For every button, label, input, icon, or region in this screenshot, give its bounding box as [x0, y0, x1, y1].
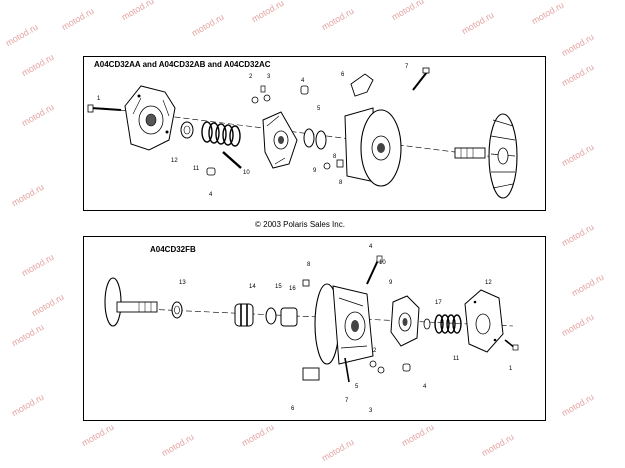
watermark-tile: motod.ru: [19, 251, 56, 279]
cover-12-part: [464, 289, 504, 353]
roller-top-part: [300, 85, 309, 95]
fixed-sheave-bottom-part: [104, 277, 158, 327]
watermark-tile: motod.ru: [529, 0, 566, 27]
bottom-callout-7: 7: [345, 398, 349, 404]
watermark-tile: motod.ru: [559, 311, 596, 339]
bottom-callout-14: 14: [249, 284, 256, 290]
bolt-7-part: [412, 67, 430, 91]
bottom-callout-10: 10: [379, 260, 386, 266]
watermark-tile: motod.ru: [559, 61, 596, 89]
watermark-tile: motod.ru: [9, 181, 46, 209]
bolt-9-8-part: [323, 159, 344, 170]
bottom-callout-15: 15: [275, 284, 282, 290]
pin-10-part: [222, 151, 242, 169]
watermark-tile: motod.ru: [239, 421, 276, 449]
bottom-callout-3: 3: [369, 408, 373, 414]
top-callout-7: 7: [405, 64, 409, 70]
top-panel-title: A04CD32AA and A04CD32AB and A04CD32AC: [94, 60, 271, 69]
bolt-1-part: [87, 104, 122, 113]
bottom-panel: [83, 236, 546, 421]
top-callout-8b: 8: [333, 154, 337, 160]
bottom-callout-1: 1: [509, 366, 513, 372]
bottom-callout-2: 2: [373, 348, 377, 354]
watermark-tile: motod.ru: [19, 51, 56, 79]
bottom-callout-4: 4: [369, 244, 373, 250]
watermark-tile: motod.ru: [569, 271, 606, 299]
bottom-callout-11: 11: [453, 356, 460, 362]
watermark-tile: motod.ru: [59, 5, 96, 33]
bushing-12-part: [180, 121, 194, 139]
top-callout-11: 11: [193, 166, 200, 172]
bottom-callout-8: 8: [307, 262, 311, 268]
bracket-6-part: [350, 73, 374, 97]
cover-plate-part: [124, 85, 176, 151]
bottom-callout-9: 9: [389, 280, 393, 286]
top-exploded-view: 1 2 3 4 5 6 7 8 9 10 11 12 4 8: [87, 64, 518, 199]
fixed-sheave-part: [454, 113, 518, 199]
watermark-tile: motod.ru: [459, 9, 496, 37]
moveable-sheave-part: [344, 107, 402, 187]
ring-15-part: [265, 307, 277, 325]
lower-hardware-part: [302, 357, 411, 383]
watermark-tile: motod.ru: [9, 321, 46, 349]
top-callout-4: 4: [209, 192, 213, 198]
top-callout-10: 10: [243, 170, 250, 176]
bottom-callout-13: 13: [179, 280, 186, 286]
bottom-callout-4b: 4: [423, 384, 427, 390]
spider-9-part: [390, 295, 420, 347]
bottom-callout-17: 17: [435, 300, 442, 306]
bolt-1-bottom-part: [504, 339, 519, 351]
roller-4-part: [206, 167, 216, 176]
bolt-10-part: [366, 255, 383, 285]
bottom-axis-line: [122, 307, 514, 327]
top-panel: [83, 56, 546, 211]
bottom-callout-6: 6: [291, 406, 295, 412]
watermark-tile: motod.ru: [79, 421, 116, 449]
copyright-text: © 2003 Polaris Sales Inc.: [255, 220, 345, 229]
bottom-exploded-view: 13 14 15 16 8 4 10 9 12 17 11 1 2 4 7 3 …: [104, 244, 519, 414]
watermark-tile: motod.ru: [119, 0, 156, 23]
watermark-tile: motod.ru: [319, 436, 356, 464]
watermark-tile: motod.ru: [559, 391, 596, 419]
watermark-tile: motod.ru: [3, 21, 40, 49]
watermark-tile: motod.ru: [559, 141, 596, 169]
watermark-tile: motod.ru: [9, 391, 46, 419]
bottom-panel-title: A04CD32FB: [150, 245, 196, 254]
top-callout-6: 6: [341, 72, 345, 78]
top-callout-3: 3: [267, 74, 271, 80]
bottom-callout-5: 5: [355, 384, 359, 390]
watermark-tile: motod.ru: [319, 5, 356, 33]
watermark-tile: motod.ru: [19, 101, 56, 129]
spider-5-part: [262, 111, 298, 169]
watermark-tile: motod.ru: [249, 0, 286, 25]
top-callout-5: 5: [317, 106, 321, 112]
watermark-tile: motod.ru: [189, 11, 226, 39]
moveable-sheave-bottom-part: [314, 283, 374, 365]
watermark-tile: motod.ru: [29, 291, 66, 319]
fastener-8-part: [302, 279, 310, 287]
ring-13-part: [171, 301, 183, 319]
washer-pair-part: [303, 128, 327, 150]
top-callout-12: 12: [171, 158, 178, 164]
watermark-tile: motod.ru: [559, 31, 596, 59]
bottom-callout-16: 16: [289, 286, 296, 292]
watermark-tile: motod.ru: [559, 221, 596, 249]
top-callout-8: 8: [339, 180, 343, 186]
watermark-tile: motod.ru: [159, 431, 196, 459]
cylinder-16-part: [280, 307, 298, 327]
hardware-2-3-part: [251, 85, 271, 104]
watermark-tile: motod.ru: [479, 431, 516, 459]
spring-11-bottom-part: [423, 314, 462, 334]
spring-11-part: [201, 121, 241, 147]
watermark-tile: motod.ru: [389, 0, 426, 23]
top-callout-2: 2: [249, 74, 253, 80]
watermark-tile: motod.ru: [399, 421, 436, 449]
top-callout-9: 9: [313, 168, 317, 174]
top-callout-4b: 4: [301, 78, 305, 84]
top-callout-1: 1: [97, 96, 101, 102]
bushing-14-part: [234, 303, 254, 327]
bottom-callout-12: 12: [485, 280, 492, 286]
